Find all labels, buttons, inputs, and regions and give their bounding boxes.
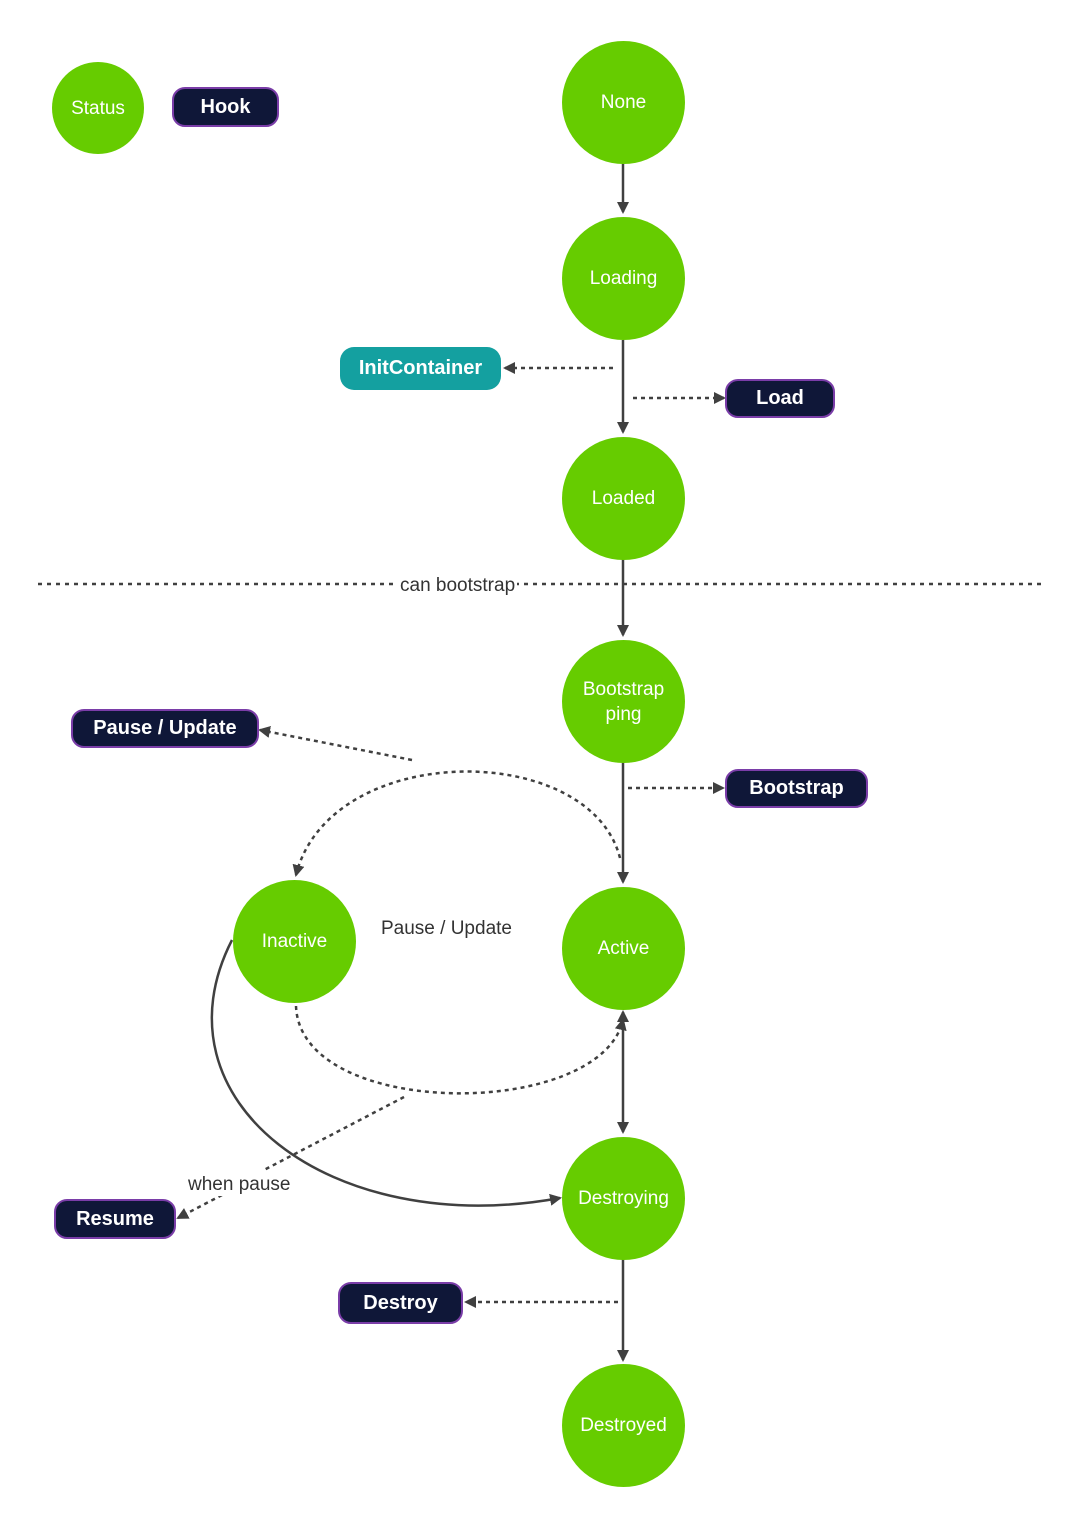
status-bootstrapping-label: Bootstrap ping <box>582 678 665 725</box>
status-loaded-label: Loaded <box>591 488 656 509</box>
status-destroying-label: Destroying <box>578 1188 669 1209</box>
label-pause-update-edge: Pause / Update <box>381 918 512 939</box>
hook-pause-update: Pause / Update <box>71 709 259 748</box>
hook-destroy: Destroy <box>338 1282 463 1324</box>
status-bootstrapping: Bootstrap ping <box>562 640 685 763</box>
hook-bootstrap: Bootstrap <box>725 769 868 808</box>
edge-inactive-to-active <box>294 1005 627 1095</box>
legend-status-label: Status <box>71 97 125 119</box>
status-active: Active <box>562 887 685 1010</box>
edge-to-resume-hook <box>263 1095 405 1172</box>
hook-resume-label: Resume <box>76 1207 154 1230</box>
status-destroying: Destroying <box>562 1137 685 1260</box>
status-none-label: None <box>600 92 647 113</box>
edge-to-pause-update-hook <box>258 726 413 762</box>
hook-init-container: InitContainer <box>340 347 501 390</box>
hook-pause-update-label: Pause / Update <box>93 717 237 739</box>
status-loaded: Loaded <box>562 437 685 560</box>
legend-hook-node: Hook <box>172 87 279 127</box>
status-inactive-label: Inactive <box>261 931 328 952</box>
hook-load-label: Load <box>756 387 804 409</box>
status-destroyed: Destroyed <box>562 1364 685 1487</box>
status-loading: Loading <box>562 217 685 340</box>
hook-bootstrap-label: Bootstrap <box>749 777 844 799</box>
hook-load: Load <box>725 379 835 418</box>
status-loading-label: Loading <box>589 268 658 289</box>
label-when-pause: when pause <box>186 1174 293 1196</box>
status-active-label: Active <box>597 938 650 959</box>
edge-active-to-inactive <box>292 770 622 877</box>
hook-resume: Resume <box>54 1199 176 1239</box>
hook-init-container-label: InitContainer <box>358 357 483 379</box>
status-inactive: Inactive <box>233 880 356 1003</box>
edge-inactive-to-destroying <box>210 939 562 1207</box>
status-destroyed-label: Destroyed <box>580 1415 667 1436</box>
hook-destroy-label: Destroy <box>363 1291 438 1314</box>
label-can-bootstrap: can bootstrap <box>398 575 518 597</box>
legend-status-node: Status <box>52 62 144 154</box>
edge-to-resume-hook-tail <box>176 1193 223 1220</box>
status-none: None <box>562 41 685 164</box>
legend-hook-label: Hook <box>200 95 251 118</box>
